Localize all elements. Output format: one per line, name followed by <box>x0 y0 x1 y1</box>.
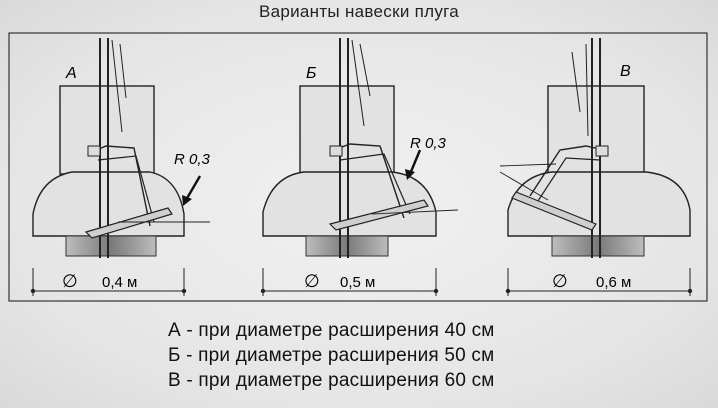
legend-item-a: А - при диаметре расширения 40 см <box>168 320 495 341</box>
variant-b: Б R 0,3 ∅ 0,5 м <box>260 38 459 296</box>
radius-arrow <box>408 149 422 175</box>
cable <box>351 39 365 127</box>
hitch-clamp <box>87 145 101 157</box>
hitch-clamp <box>595 145 609 157</box>
dimension-dot <box>30 288 36 294</box>
legend-item-b: Б - при диаметре расширения 50 см <box>168 345 495 366</box>
dimension-dot <box>433 288 439 294</box>
leader-line <box>499 171 549 201</box>
hitch-clamp <box>329 145 343 157</box>
shaft-column <box>547 85 645 175</box>
radius-label: R 0,3 <box>410 135 447 152</box>
plow-blade <box>511 191 597 231</box>
diagram-title: Варианты навески плуга <box>258 2 460 21</box>
variant-letter: Б <box>306 65 316 82</box>
hitch-arm <box>339 153 411 215</box>
variant-v: В ∅ 0,6 м <box>499 38 693 296</box>
outer-frame <box>8 32 708 302</box>
bottom-block <box>551 235 645 257</box>
plow-blade <box>84 207 173 239</box>
dimension-dot <box>687 288 693 294</box>
diameter-label: 0,6 м <box>596 274 631 291</box>
leader-line <box>499 163 557 167</box>
hitch-arm <box>97 155 155 223</box>
legend: А - при диаметре расширения 40 см Б - пр… <box>168 318 495 393</box>
variant-a: А R 0,3 ∅ 0,4 м <box>30 38 211 296</box>
cable <box>571 51 581 113</box>
cable <box>359 43 371 97</box>
plow-blade <box>328 199 429 231</box>
diameter-label: 0,5 м <box>340 274 375 291</box>
dimension-dot <box>505 288 511 294</box>
dimension-dot <box>260 288 266 294</box>
diameter-symbol: ∅ <box>552 271 568 292</box>
leader-line <box>371 209 459 215</box>
legend-item-v: В - при диаметре расширения 60 см <box>168 370 495 391</box>
hitch-arm <box>535 157 601 205</box>
hitch-arm <box>529 145 605 197</box>
cable <box>585 43 589 137</box>
diameter-symbol: ∅ <box>304 271 320 292</box>
radius-arrow <box>184 175 202 201</box>
radius-arrowhead <box>182 195 192 206</box>
bottom-block <box>65 235 157 257</box>
dimension-dot <box>181 288 187 294</box>
radius-label: R 0,3 <box>174 151 211 168</box>
cable <box>111 39 123 133</box>
diameter-label: 0,4 м <box>102 274 137 291</box>
variant-letter: В <box>620 63 631 80</box>
diameter-symbol: ∅ <box>62 271 78 292</box>
radius-arrowhead <box>405 169 415 180</box>
variant-letter: А <box>65 65 77 82</box>
cable <box>119 43 127 99</box>
